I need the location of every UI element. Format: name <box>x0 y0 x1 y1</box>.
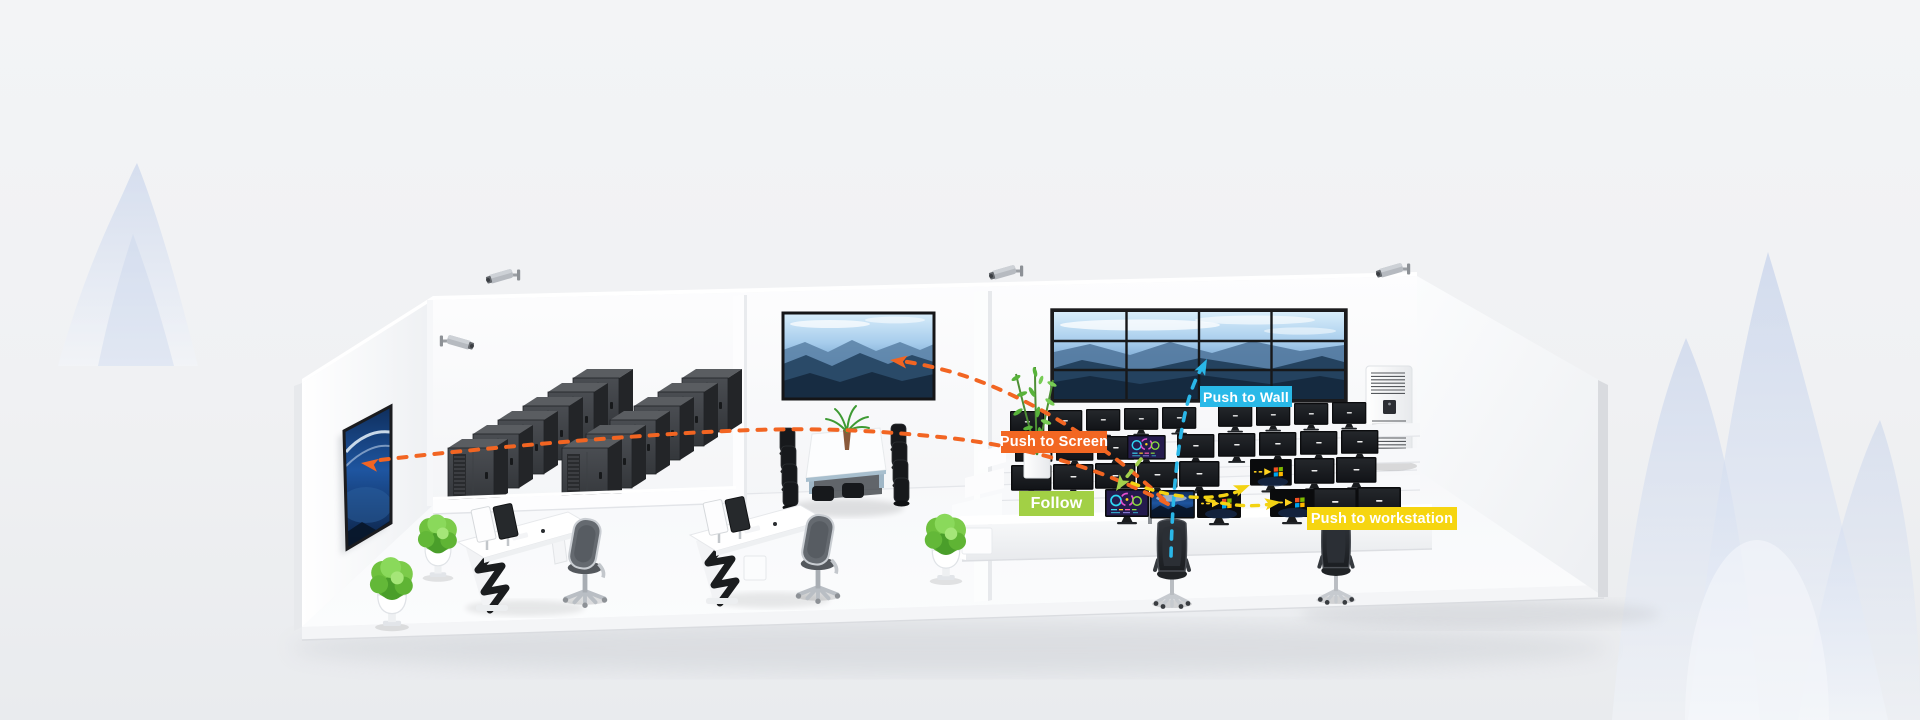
push-to-screen-arrow <box>895 358 1166 502</box>
table-plant-icon <box>825 405 870 450</box>
conference-chairs <box>779 423 910 511</box>
open-office <box>369 496 967 632</box>
push-to-workstation-arrowhead-2 <box>1264 498 1281 511</box>
right-wall <box>1417 276 1604 597</box>
floor-slab-side <box>302 585 1604 640</box>
push-to-screen-arrow-2 <box>370 427 1170 506</box>
monitor-row-front <box>1104 487 1401 526</box>
follow-label: Follow <box>1019 491 1094 516</box>
conference-table <box>788 427 904 517</box>
push-to-wall-label: Push to Wall <box>1200 386 1292 407</box>
push-to-screen-label: Push to Screen <box>1000 431 1108 453</box>
server-room <box>432 368 743 515</box>
push-to-screen-arrowhead-2 <box>361 458 379 472</box>
office-wall-tv <box>338 403 393 555</box>
desk-monitors <box>702 496 751 543</box>
push-to-screen-arrowhead <box>890 355 908 369</box>
meeting-room <box>779 311 936 517</box>
mountain-left <box>58 163 198 366</box>
office-desk-2 <box>688 496 843 608</box>
follow-arrowhead <box>1116 474 1130 491</box>
mountain-left-inner <box>98 234 174 366</box>
flow-arrows <box>361 355 1281 558</box>
push-to-wall-arrow <box>1169 361 1207 558</box>
push-to-workstation-label: Push to workstation <box>1307 507 1457 530</box>
desk-monitors <box>470 503 519 550</box>
push-to-workstation-arrow-1 <box>1130 481 1248 500</box>
push-to-workstation-arrowhead-1 <box>1232 485 1250 497</box>
video-wall <box>1050 308 1348 403</box>
office-desk-1 <box>456 503 610 616</box>
meeting-room-screen <box>781 311 936 401</box>
background-mountains <box>58 163 1920 720</box>
push-to-wall-arrowhead <box>1194 359 1207 376</box>
mountain-right-3 <box>1798 420 1920 720</box>
